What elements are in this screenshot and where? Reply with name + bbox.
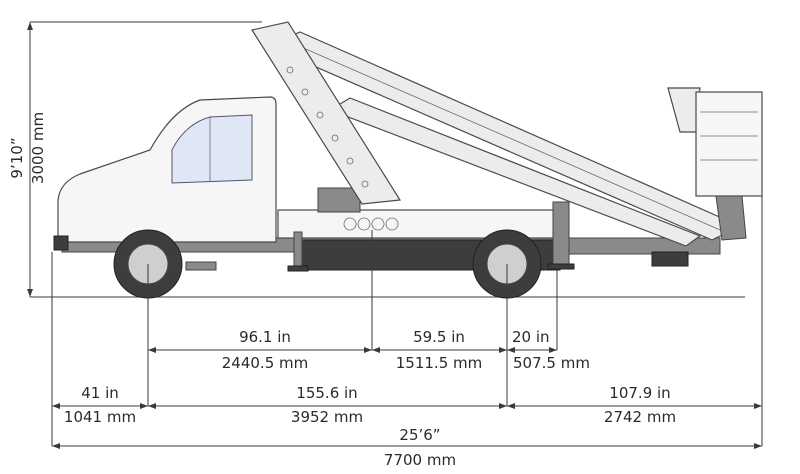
basket-frame <box>695 91 763 197</box>
bed-deck <box>277 209 569 239</box>
upper-dimension-row: 96.1 in 2440.5 mm 59.5 in 1511.5 mm 20 i… <box>148 328 590 372</box>
lift-arm-holes <box>286 66 369 188</box>
arm-hole <box>346 157 354 165</box>
dim-front-overhang-imperial: 41 in <box>81 384 119 402</box>
deck-circle <box>343 217 357 231</box>
arrow <box>148 403 156 409</box>
arrow <box>140 403 148 409</box>
deck-circle <box>371 217 385 231</box>
dim-turret-to-axle-metric: 1511.5 mm <box>396 354 482 372</box>
arm-hole <box>361 180 369 188</box>
dim-rear-overhang-metric: 2742 mm <box>604 408 676 426</box>
arrow <box>754 443 762 449</box>
arrow <box>499 347 507 353</box>
arrow <box>52 403 60 409</box>
front-bumper <box>53 235 69 251</box>
height-arrow-top <box>27 22 33 30</box>
arm-hole <box>316 111 324 119</box>
deck-circle <box>385 217 399 231</box>
cab-step <box>185 261 217 271</box>
dim-wheelbase-imperial: 155.6 in <box>296 384 357 402</box>
arrow <box>549 347 557 353</box>
arrow <box>507 347 515 353</box>
turret-base <box>317 187 361 213</box>
arrow <box>507 403 515 409</box>
outriggers <box>287 201 575 272</box>
basket-bracket <box>715 195 747 241</box>
arrow <box>499 403 507 409</box>
dim-wheelbase-metric: 3952 mm <box>291 408 363 426</box>
overall-length-metric: 7700 mm <box>384 451 456 469</box>
height-metric: 3000 mm <box>29 112 47 184</box>
arm-hole <box>301 88 309 96</box>
extension-lines <box>51 196 763 446</box>
basket-control-panel <box>667 87 701 133</box>
arm-hole <box>286 66 294 74</box>
dim-axle-to-outrigger-imperial: 20 in <box>512 328 550 346</box>
rear-outrigger-pad <box>547 263 575 270</box>
work-basket <box>667 87 763 241</box>
arrow <box>52 443 60 449</box>
dim-axle-to-outrigger-metric: 507.5 mm <box>513 354 590 372</box>
dim-wheel-to-turret-metric: 2440.5 mm <box>222 354 308 372</box>
arm-hole <box>331 134 339 142</box>
overall-length-imperial: 25’6” <box>399 426 440 444</box>
height-arrow-bottom <box>27 289 33 297</box>
front-outrigger-leg <box>293 231 303 269</box>
arrow <box>148 347 156 353</box>
deck-tool-circles <box>343 217 399 231</box>
dim-rear-overhang-imperial: 107.9 in <box>609 384 670 402</box>
height-imperial: 9’10” <box>8 137 26 178</box>
overall-length-dimension: 25’6” 7700 mm <box>52 426 762 469</box>
arrow <box>754 403 762 409</box>
dim-wheel-to-turret-imperial: 96.1 in <box>239 328 291 346</box>
truck-illustration <box>53 21 763 299</box>
lower-dimension-row: 41 in 1041 mm 155.6 in 3952 mm 107.9 in … <box>52 384 762 426</box>
arrow <box>364 347 372 353</box>
cab-window <box>171 114 253 184</box>
dim-front-overhang-metric: 1041 mm <box>64 408 136 426</box>
height-dimension: 9’10” 3000 mm <box>8 21 262 297</box>
deck-circle <box>357 217 371 231</box>
main-boom-edge <box>284 39 728 234</box>
rear-step <box>651 251 689 267</box>
arrow <box>372 347 380 353</box>
rear-outrigger-leg <box>552 201 570 265</box>
front-outrigger-pad <box>287 265 309 272</box>
rear-chassis-extension <box>559 237 721 255</box>
secondary-boom <box>328 97 702 247</box>
dim-turret-to-axle-imperial: 59.5 in <box>413 328 465 346</box>
